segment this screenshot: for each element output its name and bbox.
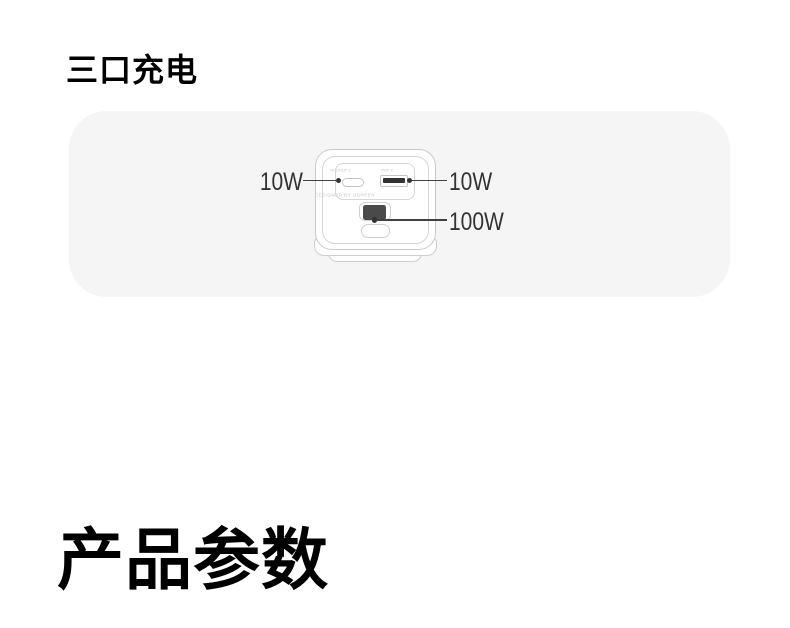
leader-line-usb-c xyxy=(303,179,336,182)
secondary-outlet-frame xyxy=(361,224,390,238)
usb-c-port-label: IN 2/OUT 2 xyxy=(330,168,351,173)
usb-a-port-label: OUT 3 xyxy=(381,168,393,173)
section-title: 三口充电 xyxy=(66,52,199,88)
callout-main-power: 100W xyxy=(449,208,504,236)
leader-line-usb-a xyxy=(410,179,447,182)
brand-line: DESIGNED BY UGREEN xyxy=(314,192,375,198)
leader-line-main xyxy=(376,219,447,221)
main-plug-icon xyxy=(363,205,386,220)
usb-a-tongue xyxy=(383,178,405,183)
usb-c-port-icon xyxy=(342,178,364,187)
page-heading: 产品参数 xyxy=(57,523,329,598)
callout-usb-c-power: 10W xyxy=(259,168,303,196)
charger-faceplate xyxy=(322,156,429,244)
leader-dot-usb-c xyxy=(335,177,341,184)
callout-usb-a-power: 10W xyxy=(449,168,493,196)
leader-dot-usb-a xyxy=(406,177,412,184)
leader-dot-main xyxy=(371,217,377,223)
